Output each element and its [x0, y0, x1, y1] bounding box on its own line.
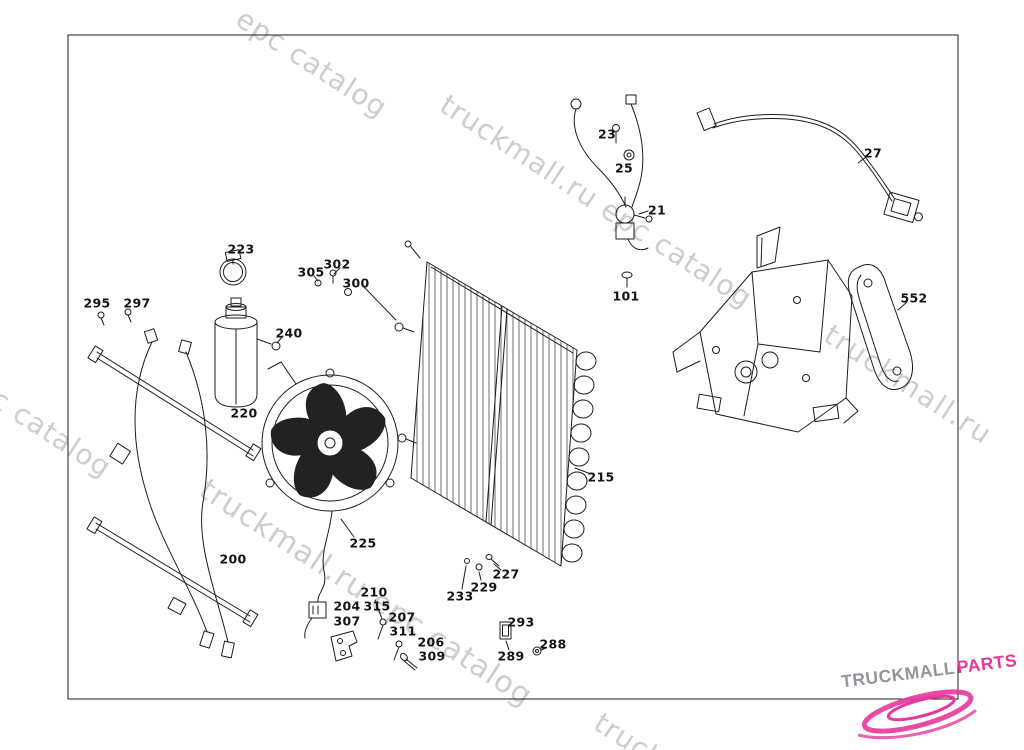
- part-label-207: 207: [388, 609, 416, 625]
- part-label-305: 305: [297, 264, 325, 280]
- mounting-rails-hoses-drawing: [86, 328, 262, 659]
- part-label-295: 295: [83, 295, 111, 311]
- leader-lines: [276, 267, 592, 538]
- condenser-drawing: [394, 240, 597, 567]
- part-label-223: 223: [227, 241, 255, 257]
- part-label-23: 23: [598, 126, 616, 142]
- part-label-206: 206: [417, 634, 445, 650]
- fan-drawing: [261, 361, 399, 639]
- part-label-552: 552: [900, 290, 928, 306]
- part-label-311: 311: [389, 623, 417, 639]
- part-label-288: 288: [539, 636, 567, 652]
- part-label-204: 204: [333, 598, 361, 614]
- bottom-hardware-drawing: [330, 554, 547, 671]
- part-label-225: 225: [349, 535, 377, 551]
- small-fasteners-drawing: [97, 269, 633, 326]
- part-label-309: 309: [418, 648, 446, 664]
- part-label-200: 200: [219, 551, 247, 567]
- part-label-307: 307: [333, 613, 361, 629]
- diagram-border: [67, 34, 959, 700]
- part-label-297: 297: [123, 295, 151, 311]
- part-label-210: 210: [360, 584, 388, 600]
- part-label-21: 21: [648, 202, 666, 218]
- strap-bracket-drawing: [847, 264, 913, 391]
- part-label-27: 27: [864, 145, 882, 161]
- part-label-101: 101: [612, 288, 640, 304]
- pressure-switch-drawing: [570, 94, 653, 251]
- part-label-302: 302: [323, 256, 351, 272]
- truckmall-logo: TRUCKMALLPARTS: [840, 649, 1024, 750]
- part-label-25: 25: [615, 160, 633, 176]
- part-label-227: 227: [492, 566, 520, 582]
- part-label-215: 215: [587, 469, 615, 485]
- receiver-drier-drawing: [214, 249, 281, 408]
- part-label-233: 233: [446, 588, 474, 604]
- part-label-220: 220: [230, 405, 258, 421]
- part-label-229: 229: [470, 579, 498, 595]
- pipe-drawing: [696, 107, 923, 223]
- part-label-240: 240: [275, 325, 303, 341]
- part-label-289: 289: [497, 648, 525, 664]
- part-label-315: 315: [363, 598, 391, 614]
- part-label-293: 293: [507, 614, 535, 630]
- compressor-bracket-drawing: [672, 226, 859, 433]
- part-label-300: 300: [342, 275, 370, 291]
- logo-swirl-icon: [857, 689, 977, 740]
